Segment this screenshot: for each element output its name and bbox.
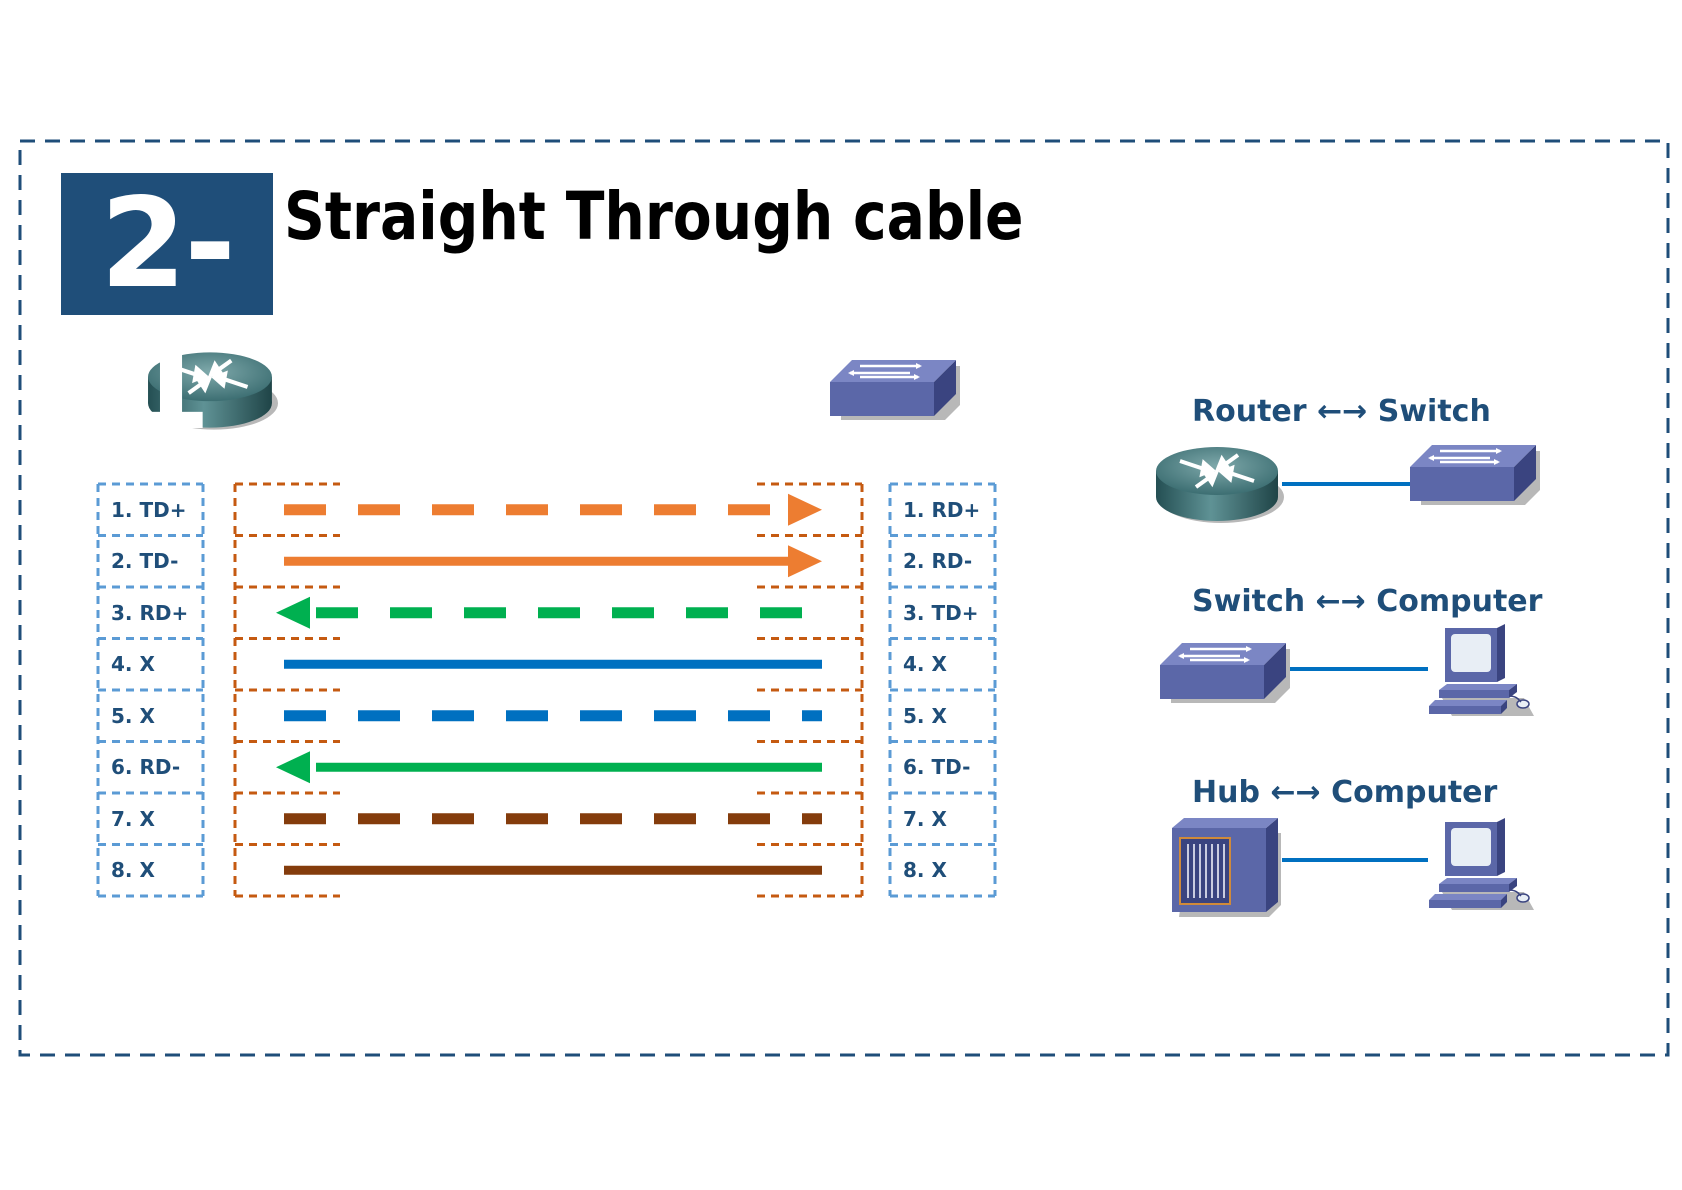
wire-1 bbox=[284, 493, 822, 526]
left-pin-label: 6. RD- bbox=[111, 755, 181, 780]
right-pin-label: 7. X bbox=[903, 806, 947, 831]
connection-label-1: Router ←→ Switch bbox=[1192, 394, 1491, 429]
arrow-left-icon bbox=[276, 751, 310, 784]
left-pin-label: 1. TD+ bbox=[111, 497, 187, 522]
hub-icon bbox=[1172, 818, 1282, 918]
right-pin-label: 1. RD+ bbox=[903, 497, 981, 522]
wire-2 bbox=[284, 545, 822, 578]
computer-icon bbox=[1428, 624, 1535, 717]
arrow-left-icon bbox=[276, 596, 310, 629]
left-connector-box bbox=[233, 482, 340, 898]
switch-icon bbox=[830, 358, 960, 422]
right-pin-label: 8. X bbox=[903, 858, 947, 883]
right-pin-label: 6. TD- bbox=[903, 755, 971, 780]
outer-frame bbox=[18, 139, 1670, 1057]
computer-icon bbox=[1428, 818, 1535, 911]
arrow-right-icon bbox=[788, 545, 822, 578]
connection-label-2: Switch ←→ Computer bbox=[1192, 584, 1543, 619]
section-number-badge: 2-1 bbox=[61, 173, 273, 457]
wire-3 bbox=[276, 596, 822, 629]
right-pin-label: 3. TD+ bbox=[903, 600, 979, 625]
right-pin-label: 5. X bbox=[903, 703, 947, 728]
connection-label-3: Hub ←→ Computer bbox=[1192, 775, 1498, 810]
switch-icon bbox=[1160, 641, 1290, 705]
left-pin-box bbox=[96, 482, 205, 898]
page-title: Straight Through cable bbox=[284, 178, 1024, 255]
right-connector-box bbox=[757, 482, 864, 898]
left-pin-label: 8. X bbox=[111, 858, 155, 883]
arrow-right-icon bbox=[788, 493, 822, 526]
left-pin-label: 4. X bbox=[111, 652, 155, 677]
left-pin-label: 5. X bbox=[111, 703, 155, 728]
left-pin-label: 2. TD- bbox=[111, 549, 179, 574]
left-pin-label: 7. X bbox=[111, 806, 155, 831]
left-pin-label: 3. RD+ bbox=[111, 600, 189, 625]
switch-icon bbox=[1410, 443, 1540, 507]
right-pin-label: 2. RD- bbox=[903, 549, 973, 574]
right-pin-label: 4. X bbox=[903, 652, 947, 677]
right-pin-box bbox=[888, 482, 997, 898]
wire-6 bbox=[276, 751, 822, 784]
router-icon bbox=[1156, 447, 1284, 523]
